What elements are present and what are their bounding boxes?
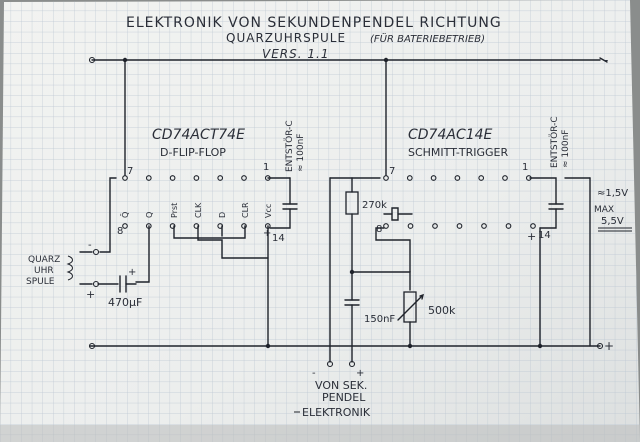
coil-label-2: UHR — [34, 266, 54, 276]
ic1-function-label: D-FLIP-FLOP — [160, 146, 226, 159]
ic1-cap-value: ≈ 100nF — [296, 134, 306, 172]
cap-coil-label: 470µF — [108, 296, 142, 309]
pendulum-label-3: ELEKTRONIK — [302, 406, 371, 419]
title-line-1: ELEKTRONIK VON SEKUNDENPENDEL RICHTUNG — [126, 15, 502, 31]
ic2-pin8-loop — [375, 227, 411, 273]
ic1-bottom-pin-6 — [241, 223, 247, 229]
pendulum-minus: - — [312, 368, 316, 379]
ic2-bottom-pin-5 — [481, 223, 487, 229]
junctions — [88, 56, 604, 368]
ic1-labels: CD74ACT74E D-FLIP-FLOP 7 1 8 14 Q̄ Q Prs… — [117, 120, 306, 244]
ic1-bottom-pin-2 — [145, 223, 152, 229]
ic2-top-pin-6 — [502, 175, 508, 181]
ic2-top-pin-7 — [525, 175, 532, 181]
ic1-clr-label: CLR — [241, 202, 250, 218]
ic1-clk-label: CLK — [194, 202, 203, 218]
wiring — [66, 57, 608, 363]
ic1-top-pin-6 — [241, 175, 247, 181]
supply-voltage: ≈1,5V — [597, 188, 628, 199]
ic2-top-pin-1 — [383, 175, 389, 181]
supply-labels: ≈1,5V MAX 5,5V - + + + — [263, 53, 632, 353]
ic2-top-pin-5 — [478, 175, 485, 181]
component-labels: 270k 500k 150nF 470µF + — [108, 200, 456, 325]
ic1-pin14-label: 14 — [272, 233, 285, 244]
ic2-top-pin-3 — [430, 175, 437, 181]
ic2-bottom-pin-7 — [530, 223, 536, 229]
coil-labels: QUARZ UHR SPULE - + — [26, 240, 95, 301]
version-label: VERS. 1.1 — [262, 47, 329, 61]
ic2-function-label: SCHMITT-TRIGGER — [408, 146, 508, 159]
coil-symbol — [66, 255, 73, 281]
title-line-2: QUARZUHRSPULE — [226, 31, 346, 45]
ic2-bottom-pin-2 — [407, 223, 414, 229]
ic1-bottom-pin-3 — [169, 223, 176, 229]
ic1-bottom-pin-5 — [217, 223, 224, 229]
coil-minus: - — [88, 240, 92, 251]
pendulum-plus: + — [356, 368, 364, 379]
cap-coil-plus: + — [128, 267, 136, 278]
ic2-pin1-label: 1 — [522, 162, 528, 173]
ic1-vcc-label: Vcc — [264, 204, 273, 218]
ic2-bottom-pin-4 — [456, 223, 463, 229]
ic1-top-pin-5 — [217, 175, 224, 181]
ic2-bottom-pin-6 — [505, 223, 512, 229]
ic1-pins — [122, 175, 271, 229]
ic1-top-pin-3 — [169, 175, 176, 181]
rail-minus-sign: - — [604, 53, 608, 67]
ic1-q-label: Q — [145, 212, 154, 218]
pendulum-label-2: PENDEL — [322, 391, 366, 404]
ic2-bottom-pin-3 — [432, 223, 438, 229]
ic2-cap-value: ≈ 100nF — [561, 130, 571, 168]
ic1-bottom-pin-7 — [264, 223, 271, 229]
ic1-clk-wire — [197, 225, 269, 259]
ic1-bottom-pin-4 — [193, 223, 200, 229]
ic1-vcc-plus: + — [263, 228, 271, 239]
title-block: ELEKTRONIK VON SEKUNDENPENDEL RICHTUNG Q… — [126, 15, 502, 61]
ic1-q-bar-to-coil — [99, 177, 117, 253]
ic2-vcc-plus: + — [527, 230, 536, 243]
ic1-pin7-label: 7 — [127, 166, 133, 177]
ic1-prst-label: Prst — [170, 203, 179, 218]
ic2-pin14-label: 14 — [538, 230, 551, 241]
ic2-top-pin-2 — [406, 175, 413, 181]
ic1-pin1-label: 1 — [263, 162, 269, 173]
ic1-top-pin-2 — [145, 175, 152, 181]
ic1-part-label: CD74ACT74E — [152, 127, 245, 143]
ic2-cap-label: ENTSTÖR-C — [549, 116, 560, 168]
cap-timing-label: 150nF — [364, 314, 395, 325]
ic1-qbar-label: Q̄ — [120, 212, 130, 218]
ic2-labels: CD74AC14E SCHMITT-TRIGGER 7 1 8 14 ENTST… — [376, 116, 571, 241]
ic1-prst-clr-tie — [173, 225, 246, 239]
coil-label-3: SPULE — [26, 277, 55, 287]
pot-label: 500k — [428, 304, 456, 317]
ic2-top-pin-4 — [454, 175, 461, 181]
ic2-bottom-pin-1 — [383, 223, 389, 229]
ic1-top-pin-4 — [193, 175, 200, 181]
supply-max-value: 5,5V — [601, 216, 624, 227]
ic2-pin7-label: 7 — [389, 166, 395, 177]
title-line-2-note: (FÜR BATERIEBETRIEB) — [370, 32, 485, 45]
pendulum-labels: - + VON SEK. PENDEL ELEKTRONIK — [294, 368, 371, 419]
ic1-bottom-pin-1 — [122, 223, 128, 229]
ic2-part-label: CD74AC14E — [408, 127, 493, 143]
ic1-d-label: D — [218, 212, 227, 218]
ic1-top-pin-1 — [122, 175, 128, 181]
coil-label-1: QUARZ — [28, 255, 60, 265]
ic2-pins — [383, 175, 536, 229]
pendulum-label-1: VON SEK. — [315, 379, 367, 392]
ic1-pin8-label: 8 — [117, 226, 123, 237]
coil-plus: + — [86, 288, 95, 301]
ic2-pin8-label: 8 — [376, 224, 382, 235]
ic1-top-pin-7 — [264, 175, 271, 181]
ic1-cap-label: ENTSTÖR-C — [284, 120, 295, 172]
resistor-label: 270k — [362, 200, 387, 211]
rail-plus-sign: + — [604, 339, 614, 353]
supply-max-label: MAX — [594, 205, 614, 215]
ic1-q-to-cap — [135, 225, 150, 283]
